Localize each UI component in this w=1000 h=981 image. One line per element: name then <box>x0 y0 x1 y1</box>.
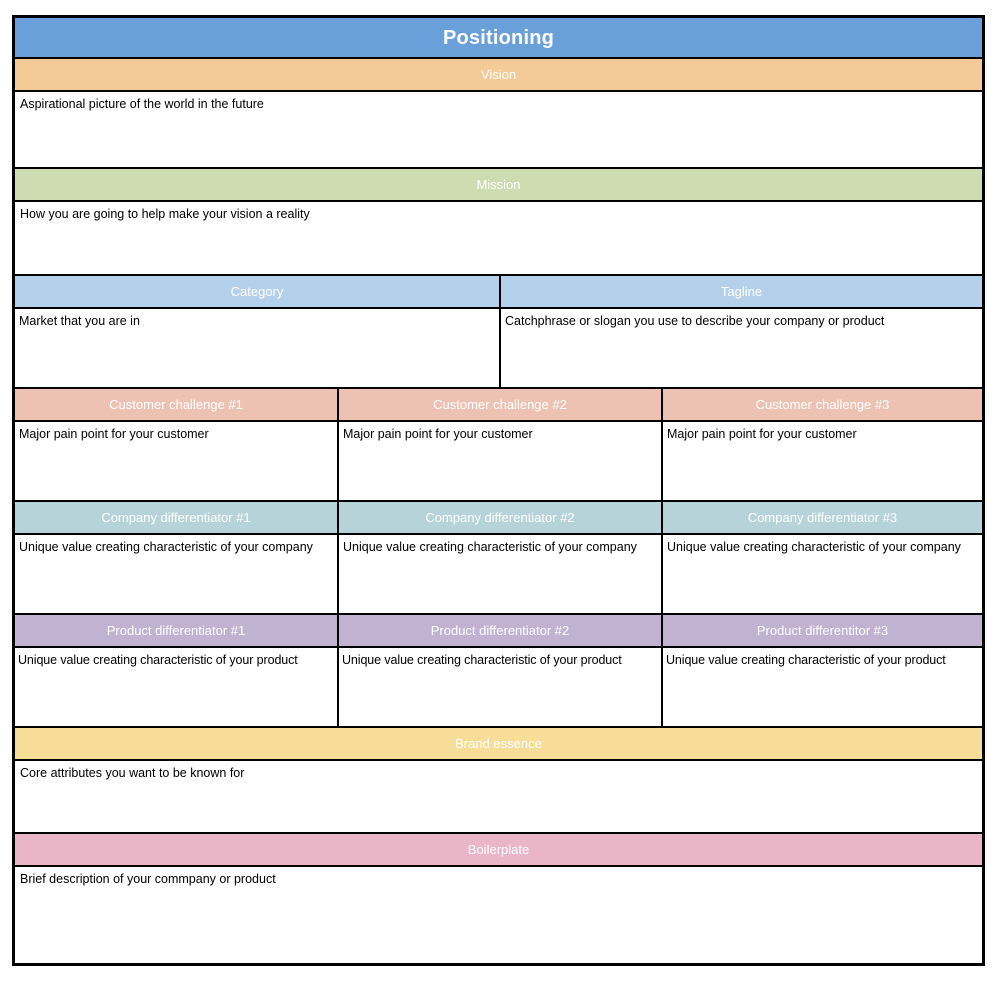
section-body-product-differentiator-1[interactable]: Unique value creating characteristic of … <box>15 648 337 726</box>
section-header-product-differentiator-3: Product differentitor #3 <box>663 615 982 648</box>
section-header-mission: Mission <box>15 169 982 202</box>
cell-group-customer-challenge-3: Customer challenge #3 Major pain point f… <box>663 389 982 500</box>
section-body-brand-essence[interactable]: Core attributes you want to be known for <box>15 761 982 834</box>
section-body-product-differentiator-2[interactable]: Unique value creating characteristic of … <box>339 648 661 726</box>
section-header-vision: Vision <box>15 59 982 92</box>
section-body-company-differentiator-3[interactable]: Unique value creating characteristic of … <box>663 535 982 613</box>
page-title: Positioning <box>15 18 982 59</box>
section-body-company-differentiator-2[interactable]: Unique value creating characteristic of … <box>339 535 661 613</box>
row-category-tagline: Category Market that you are in Tagline … <box>15 276 982 389</box>
section-header-tagline: Tagline <box>501 276 982 309</box>
row-customer-challenges: Customer challenge #1 Major pain point f… <box>15 389 982 502</box>
cell-group-customer-challenge-1: Customer challenge #1 Major pain point f… <box>15 389 339 500</box>
section-header-brand-essence: Brand essence <box>15 728 982 761</box>
section-body-boilerplate[interactable]: Brief description of your commpany or pr… <box>15 867 982 946</box>
cell-group-customer-challenge-2: Customer challenge #2 Major pain point f… <box>339 389 663 500</box>
section-header-customer-challenge-3: Customer challenge #3 <box>663 389 982 422</box>
cell-group-product-differentiator-1: Product differentiator #1 Unique value c… <box>15 615 339 726</box>
section-body-category[interactable]: Market that you are in <box>15 309 499 387</box>
cell-group-company-differentiator-1: Company differentiator #1 Unique value c… <box>15 502 339 613</box>
cell-group-category: Category Market that you are in <box>15 276 501 387</box>
row-product-differentiators: Product differentiator #1 Unique value c… <box>15 615 982 728</box>
row-company-differentiators: Company differentiator #1 Unique value c… <box>15 502 982 615</box>
section-body-customer-challenge-2[interactable]: Major pain point for your customer <box>339 422 661 500</box>
cell-group-company-differentiator-2: Company differentiator #2 Unique value c… <box>339 502 663 613</box>
section-body-mission[interactable]: How you are going to help make your visi… <box>15 202 982 276</box>
section-header-customer-challenge-2: Customer challenge #2 <box>339 389 661 422</box>
section-body-customer-challenge-3[interactable]: Major pain point for your customer <box>663 422 982 500</box>
cell-group-product-differentiator-3: Product differentitor #3 Unique value cr… <box>663 615 982 726</box>
section-header-company-differentiator-2: Company differentiator #2 <box>339 502 661 535</box>
section-body-customer-challenge-1[interactable]: Major pain point for your customer <box>15 422 337 500</box>
positioning-template: Positioning Vision Aspirational picture … <box>12 15 985 966</box>
section-header-product-differentiator-2: Product differentiator #2 <box>339 615 661 648</box>
cell-group-product-differentiator-2: Product differentiator #2 Unique value c… <box>339 615 663 726</box>
section-header-category: Category <box>15 276 499 309</box>
section-body-tagline[interactable]: Catchphrase or slogan you use to describ… <box>501 309 982 387</box>
section-header-product-differentiator-1: Product differentiator #1 <box>15 615 337 648</box>
cell-group-company-differentiator-3: Company differentiator #3 Unique value c… <box>663 502 982 613</box>
section-body-product-differentiator-3[interactable]: Unique value creating characteristic of … <box>663 648 982 726</box>
section-header-customer-challenge-1: Customer challenge #1 <box>15 389 337 422</box>
section-body-vision[interactable]: Aspirational picture of the world in the… <box>15 92 982 169</box>
section-body-company-differentiator-1[interactable]: Unique value creating characteristic of … <box>15 535 337 613</box>
section-header-company-differentiator-3: Company differentiator #3 <box>663 502 982 535</box>
cell-group-tagline: Tagline Catchphrase or slogan you use to… <box>501 276 982 387</box>
section-header-company-differentiator-1: Company differentiator #1 <box>15 502 337 535</box>
section-header-boilerplate: Boilerplate <box>15 834 982 867</box>
